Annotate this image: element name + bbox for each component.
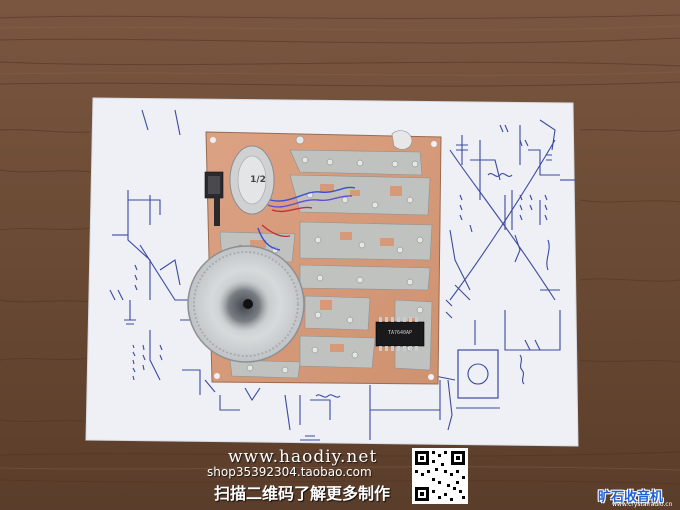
schematic-drawing — [109, 109, 575, 441]
watermark-site: www.haodiy.net — [228, 447, 378, 467]
ic-marking: TA7640AP — [387, 330, 413, 336]
brand-logo-url: www.crystalradio.cn — [612, 501, 673, 508]
potentiometer — [204, 145, 275, 226]
brand-logo: 旷石收音机 — [598, 490, 664, 505]
qr-code — [412, 448, 468, 504]
dial-marking: 1/2 — [250, 175, 266, 185]
ic-chip — [375, 317, 425, 351]
wires — [257, 186, 356, 251]
watermark-shop: shop35392304.taobao.com — [207, 465, 372, 479]
watermark-scan-text: 扫描二维码了解更多制作 — [214, 484, 391, 503]
tuning-dial — [187, 245, 305, 363]
